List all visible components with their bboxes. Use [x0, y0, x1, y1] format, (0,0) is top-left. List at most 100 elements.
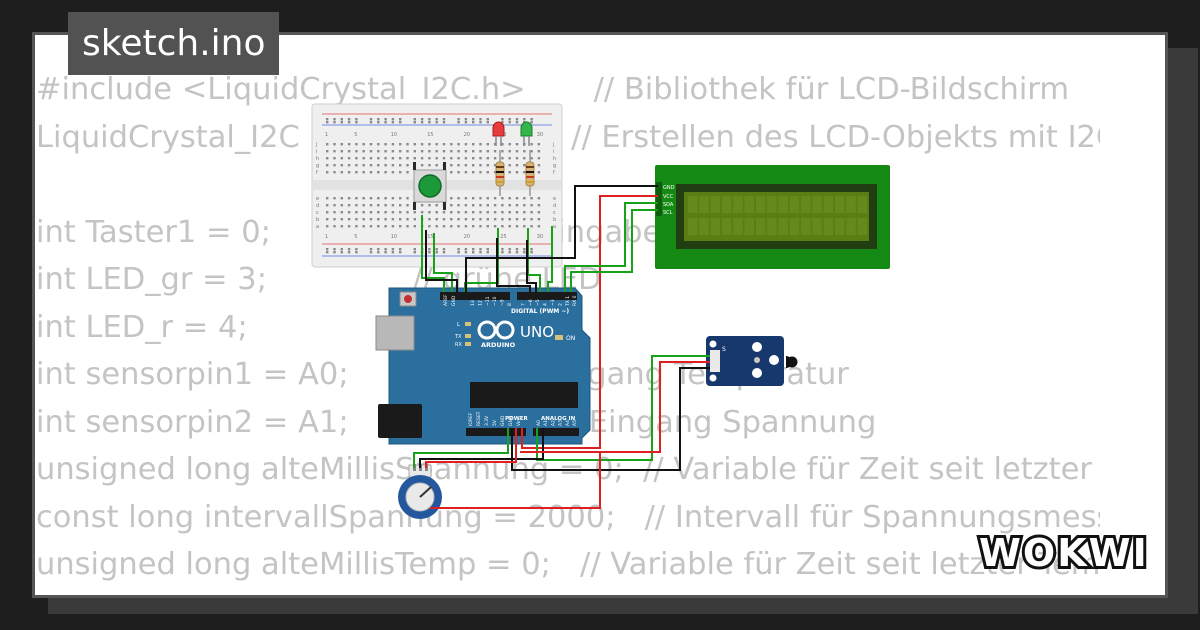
lcd-display[interactable]: GND VCC SDA SCL	[655, 165, 890, 269]
breadboard-row-letter: j	[315, 142, 317, 148]
potentiometer[interactable]	[398, 464, 442, 519]
breadboard-row-letter: a	[553, 224, 556, 230]
lcd-char-cell	[778, 196, 788, 213]
analog-pin-label: A2	[550, 420, 556, 426]
breadboard-number: 15	[427, 234, 433, 240]
digital-pin-label: 7	[520, 303, 526, 306]
wires	[413, 185, 710, 509]
microcontroller-chip	[470, 382, 578, 408]
temperature-sensor-module[interactable]: S	[706, 336, 798, 386]
red-led[interactable]	[492, 121, 505, 146]
digital-pin-label: 8	[507, 303, 513, 306]
analog-pin-label: A0	[536, 420, 542, 426]
resistor[interactable]	[525, 150, 535, 196]
wokwi-logo-text: WOKWI	[979, 531, 1149, 575]
digital-pin-label: 4	[543, 303, 549, 306]
analog-pin-label: A4	[565, 420, 571, 426]
lcd-pin-header	[656, 182, 662, 216]
on-label: ON	[566, 335, 575, 342]
digital-pin-label: TX 1	[565, 296, 571, 307]
lcd-char-cell	[789, 196, 800, 213]
lcd-char-cell	[801, 196, 811, 213]
code-line: #include <LiquidCrystal_I2C.h> // Biblio…	[36, 72, 1070, 107]
lcd-char-cell	[699, 196, 709, 213]
breadboard-row-letter: d	[316, 203, 319, 209]
power-pin-label: IOREF	[468, 412, 474, 426]
analog-in-label: ANALOG IN	[541, 416, 576, 422]
sensor-pin-label: S	[722, 346, 726, 353]
digital-pin-label: ~6	[528, 299, 534, 306]
breadboard-row-letter: b	[553, 217, 556, 223]
lcd-char-cell	[812, 196, 822, 213]
arduino-model-label: UNO	[520, 323, 554, 341]
breadboard-row-letter: i	[316, 149, 317, 155]
breadboard-number: 20	[464, 234, 470, 240]
breadboard-row-letter: i	[553, 149, 554, 155]
digital-pin-label: ~3	[550, 299, 556, 306]
breadboard-row-letter: b	[316, 217, 319, 223]
breadboard-number: 25	[500, 234, 506, 240]
green-led[interactable]	[520, 121, 533, 146]
lcd-char-cell	[789, 218, 800, 235]
breadboard-number: 5	[354, 234, 357, 240]
sketch-file-title[interactable]: sketch.ino	[68, 12, 280, 75]
breadboard-row-letter: j	[552, 142, 554, 148]
digital-pin-label: ~5	[535, 299, 541, 306]
breadboard-number: 10	[391, 234, 397, 240]
lcd-char-cell	[688, 218, 698, 235]
tx-label: TX	[454, 334, 462, 340]
lcd-char-cell	[733, 196, 743, 213]
breadboard-row-letter: g	[553, 163, 556, 169]
lcd-char-cell	[733, 218, 743, 235]
digital-pin-label: AREF	[443, 294, 449, 306]
breadboard-row-letter: f	[316, 170, 318, 176]
lcd-char-cell	[755, 196, 766, 213]
digital-pin-label: 2	[557, 303, 563, 306]
lcd-pin-label: VCC	[663, 194, 674, 200]
breadboard-row-letter: e	[553, 196, 556, 202]
breadboard-number: 10	[391, 132, 397, 138]
lcd-char-cell	[834, 218, 845, 235]
power-pin-label: 3.3V	[484, 415, 490, 426]
lcd-char-cell	[767, 196, 777, 213]
breadboard-number: 1	[325, 234, 328, 240]
lcd-char-cell	[767, 218, 777, 235]
digital-pwm-label: DIGITAL (PWM ~)	[511, 308, 569, 315]
digital-pin-label: ~11	[485, 296, 491, 306]
breadboard-number: 15	[427, 132, 433, 138]
resistor[interactable]	[495, 150, 505, 196]
power-pin-label: GND	[500, 415, 506, 426]
breadboard-row-letter: h	[553, 156, 556, 162]
breadboard-row-letter: e	[316, 196, 319, 202]
code-line: unsigned long alteMillisTemp = 0; // Var…	[36, 547, 1100, 582]
analog-pin-label: A3	[558, 420, 564, 426]
lcd-char-cell	[721, 196, 732, 213]
breadboard-number: 30	[537, 132, 543, 138]
breadboard-row-letter: g	[316, 163, 319, 169]
breadboard-number: 30	[537, 234, 543, 240]
breadboard-number: 20	[464, 132, 470, 138]
reset-button[interactable]	[399, 291, 417, 307]
lcd-char-cell	[857, 196, 867, 213]
breadboard-number: 1	[325, 132, 328, 138]
lcd-char-cell	[834, 196, 845, 213]
power-jack	[378, 404, 422, 438]
power-label: POWER	[505, 416, 529, 422]
lcd-pin-label: SCL	[663, 210, 673, 216]
lcd-pin-label: SDA	[663, 202, 674, 208]
push-button[interactable]	[413, 162, 447, 210]
digital-pin-label: GND	[451, 295, 457, 306]
breadboard-number: 5	[354, 132, 357, 138]
breadboard-row-letter: c	[316, 210, 319, 216]
lcd-char-cell	[823, 196, 834, 213]
analog-pin-label: A5	[572, 420, 578, 426]
digital-pin-label: 13	[470, 300, 476, 306]
breadboard-row-letter: a	[316, 224, 319, 230]
lcd-char-cell	[812, 218, 822, 235]
power-pin-label: GND	[508, 415, 514, 426]
lcd-char-cell	[688, 196, 698, 213]
arduino-uno-board[interactable]: UNO ARDUINO DIGITAL (PWM ~) ON L TX RX P…	[375, 287, 591, 445]
digital-pin-label: ~9	[500, 299, 506, 306]
